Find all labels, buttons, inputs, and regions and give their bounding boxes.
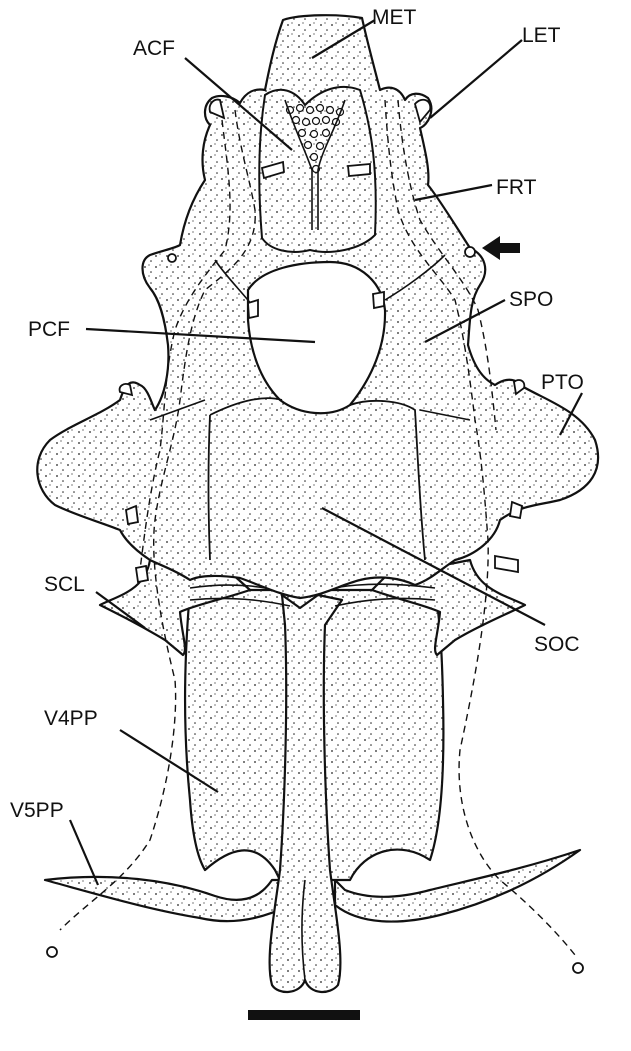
label-pcf: PCF (28, 318, 70, 341)
label-frt: FRT (496, 176, 537, 199)
label-spo: SPO (509, 288, 553, 311)
label-scl: SCL (44, 573, 85, 596)
label-v5pp: V5PP (10, 799, 64, 822)
label-let: LET (522, 24, 561, 47)
label-pto: PTO (541, 371, 584, 394)
label-v4pp: V4PP (44, 707, 98, 730)
let-leader (430, 40, 522, 118)
label-acf: ACF (133, 37, 175, 60)
arrow-icon (482, 236, 520, 260)
v5pp-bone-stipple (45, 877, 290, 921)
label-soc: SOC (534, 633, 580, 656)
label-met: MET (372, 6, 417, 29)
scale-bar (248, 1010, 360, 1020)
v5pp-leader (70, 820, 98, 885)
